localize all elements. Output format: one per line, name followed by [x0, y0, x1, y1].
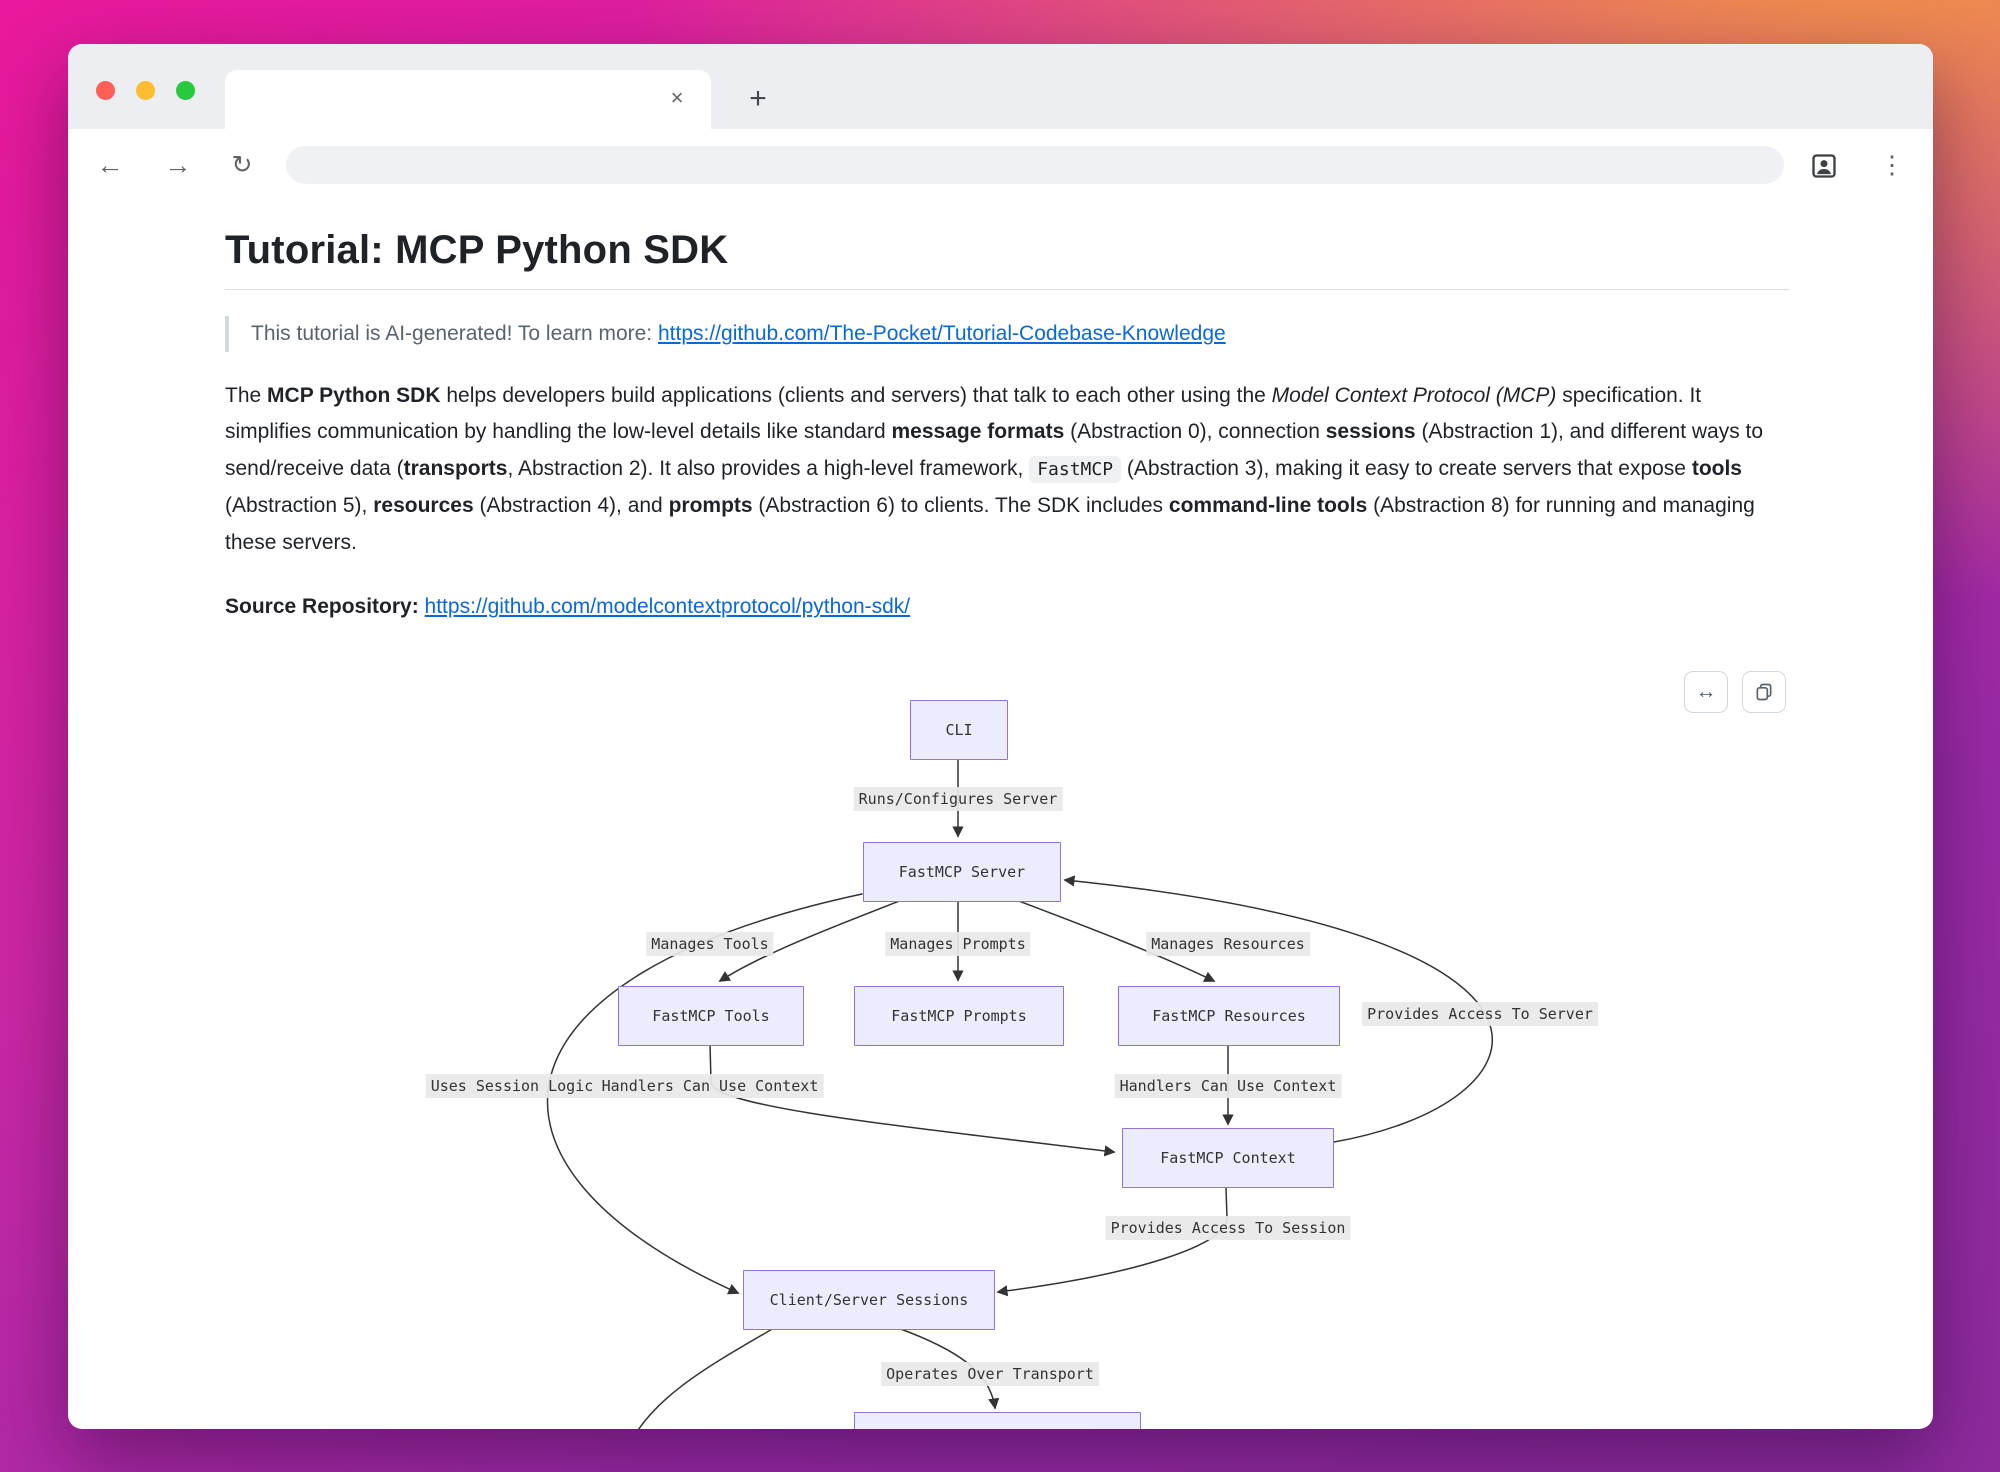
text-run: (Abstraction 3), making it easy to creat…	[1121, 457, 1692, 480]
tab-close-icon[interactable]: ×	[670, 85, 684, 110]
browser-menu-icon[interactable]: ⋮	[1879, 151, 1905, 179]
reload-icon[interactable]: ↻	[231, 151, 253, 179]
text-run: command-line tools	[1168, 493, 1368, 517]
node-client-server-sessions: Client/Server Sessions	[743, 1269, 995, 1330]
node-fastmcp-prompts: FastMCP Prompts	[854, 985, 1064, 1046]
close-window-button[interactable]	[96, 81, 115, 100]
text-run: (Abstraction 8) for running and managing…	[225, 493, 1755, 554]
browser-window: × + ← → ↻ ⋮ Tutorial: MCP Python SDK Thi…	[68, 44, 1933, 1429]
copy-icon	[1756, 683, 1772, 701]
page-content: Tutorial: MCP Python SDK This tutorial i…	[68, 228, 1933, 1429]
node-cli: CLI	[910, 699, 1008, 760]
expand-diagram-button[interactable]: ↔	[1684, 670, 1728, 713]
ai-generated-callout: This tutorial is AI-generated! To learn …	[225, 316, 1790, 352]
minimize-window-button[interactable]	[136, 81, 155, 100]
traffic-lights	[96, 81, 195, 100]
text-run: prompts	[668, 493, 753, 517]
edge-label-operates-over-transport: Operates Over Transport	[881, 1361, 1099, 1386]
browser-toolbar: ← → ↻ ⋮	[68, 129, 1933, 201]
edge-label-provides-access-to-session: Provides Access To Session	[1105, 1215, 1351, 1240]
callout-text: This tutorial is AI-generated! To learn …	[251, 322, 658, 345]
node-fastmcp-context: FastMCP Context	[1122, 1127, 1334, 1188]
text-run: sessions	[1325, 420, 1416, 444]
text-run: tools	[1691, 457, 1742, 480]
profile-icon[interactable]	[1805, 147, 1843, 185]
back-icon[interactable]: ←	[96, 149, 124, 180]
edge-label-provides-access-to-server: Provides Access To Server	[1362, 1001, 1598, 1026]
node-fastmcp-server: FastMCP Server	[863, 841, 1061, 902]
text-run: Model Context Protocol (MCP)	[1271, 383, 1557, 407]
text-run: message formats	[891, 420, 1065, 444]
zoom-window-button[interactable]	[176, 81, 195, 100]
intro-paragraph: The MCP Python SDK helps developers buil…	[225, 378, 1790, 562]
edge-label-runs-configures-server: Runs/Configures Server	[853, 786, 1063, 811]
edge-label-uses-session-logic: Uses Session Logic	[425, 1073, 599, 1098]
source-repository-link[interactable]: https://github.com/modelcontextprotocol/…	[424, 595, 911, 619]
browser-tab[interactable]: ×	[225, 70, 711, 129]
edge-label-handlers-can-use-context-left: Handlers Can Use Context	[596, 1073, 824, 1098]
text-run: , Abstraction 2). It also provides a hig…	[507, 457, 1030, 480]
diagram-canvas: CLI FastMCP Server FastMCP Tools FastMCP…	[425, 696, 1650, 1429]
text-run: (Abstraction 0), connection	[1064, 420, 1326, 444]
copy-diagram-button[interactable]	[1742, 670, 1786, 713]
edge-label-manages-prompts: Manages Prompts	[885, 931, 1031, 956]
text-run: (Abstraction 4), and	[473, 493, 669, 517]
source-repository-label: Source Repository:	[225, 595, 425, 619]
text-run: (Abstraction 5),	[225, 493, 374, 517]
tutorial-knowledge-link[interactable]: https://github.com/The-Pocket/Tutorial-C…	[657, 322, 1226, 345]
node-fastmcp-resources: FastMCP Resources	[1118, 985, 1340, 1046]
text-run: MCP Python SDK	[267, 383, 441, 407]
text-run: (Abstraction 6) to clients. The SDK incl…	[752, 493, 1169, 517]
text-run: The	[225, 383, 268, 407]
text-run: helps developers build applications (cli…	[440, 383, 1272, 407]
edge-label-manages-tools: Manages Tools	[646, 931, 774, 956]
edge-label-manages-resources: Manages Resources	[1146, 931, 1310, 956]
node-transport-clipped	[854, 1411, 1141, 1429]
diagram-toolbar: ↔	[1684, 670, 1786, 713]
mermaid-diagram: ↔	[225, 659, 1790, 1429]
address-bar[interactable]	[286, 146, 1784, 184]
text-run: resources	[373, 493, 474, 517]
node-fastmcp-tools: FastMCP Tools	[618, 985, 804, 1046]
page-title: Tutorial: MCP Python SDK	[225, 228, 1790, 290]
expand-icon: ↔	[1695, 679, 1717, 703]
forward-icon[interactable]: →	[164, 149, 192, 180]
source-repository-line: Source Repository: https://github.com/mo…	[225, 591, 1790, 623]
new-tab-button[interactable]: +	[749, 82, 767, 115]
text-run: transports	[403, 457, 508, 480]
edge-label-handlers-can-use-context-right: Handlers Can Use Context	[1114, 1073, 1342, 1098]
text-run: (Abstraction 1), and different ways to s…	[225, 420, 1764, 480]
tab-strip: × +	[68, 44, 1933, 129]
text-run: specification. It simplifies communicati…	[225, 383, 1702, 444]
inline-code-fastmcp: FastMCP	[1029, 456, 1122, 483]
